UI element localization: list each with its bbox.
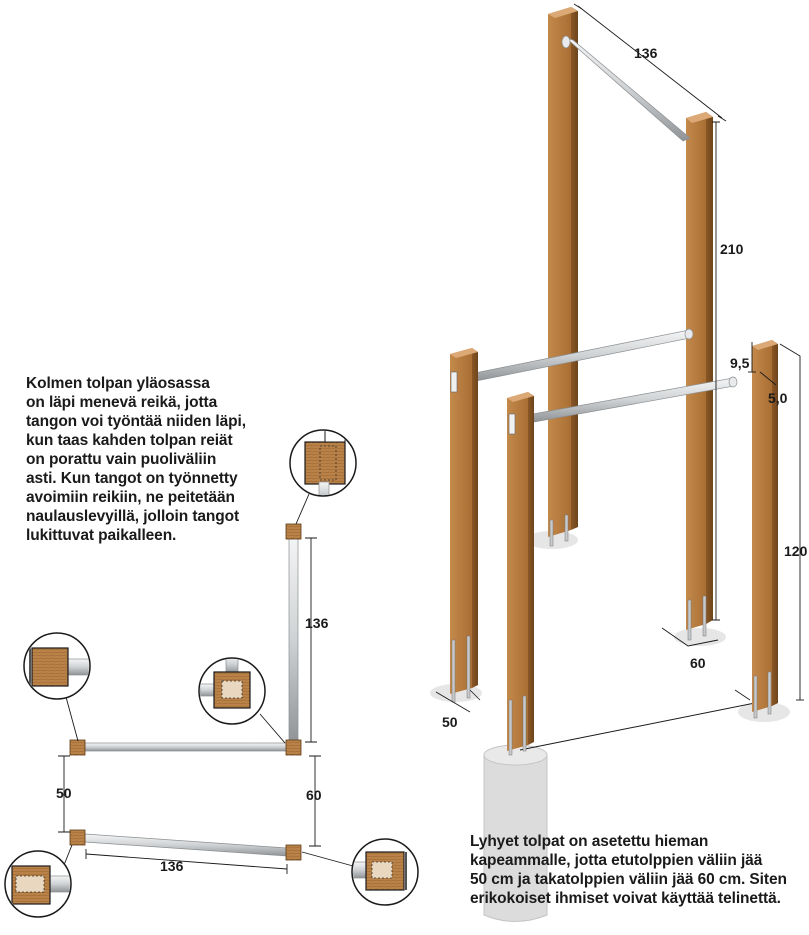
caption-line: on läpi menevä reikä, jotta xyxy=(26,394,218,411)
plan-bar-bottom xyxy=(84,833,288,857)
dim-plan-left-gap: 50 xyxy=(56,785,72,801)
ground-pad-back-right xyxy=(674,628,726,646)
post-front-left-short xyxy=(450,348,478,703)
plan-bar-vertical xyxy=(288,534,299,745)
bar-top xyxy=(561,35,691,142)
bar-middle-back xyxy=(474,328,694,382)
post-front-center-short xyxy=(507,392,534,756)
caption-line: Kolmen tolpan yläosassa xyxy=(26,375,210,392)
caption-line: 50 cm ja takatolppien väliin jää 60 cm. … xyxy=(470,871,787,888)
plan-bar-top xyxy=(84,742,288,752)
dim-plan-top-bar: 136 xyxy=(305,615,329,631)
caption-line: on porattu vain puoliväliin xyxy=(26,451,217,468)
assembly-dimension-lines xyxy=(435,3,804,713)
caption-line: asti. Kun tangot on työnnetty xyxy=(26,470,238,487)
plan-post-top-right xyxy=(285,523,302,540)
caption-line: tangon voi työntää niiden läpi, xyxy=(26,413,246,430)
dim-plan-bottom-bar: 136 xyxy=(160,858,184,874)
post-front-right-short xyxy=(752,340,778,719)
callout-leaders xyxy=(61,493,354,871)
dim-assembly-post-depth: 9,5 xyxy=(730,355,750,371)
caption-spacing-explanation: Lyhyet tolpat on asetettu hieman kapeamm… xyxy=(470,832,787,908)
caption-line: naulauslevyillä, jolloin tangot xyxy=(26,508,240,525)
plan-view: 136 50 60 136 xyxy=(4,429,419,918)
detail-callout-bottom-left xyxy=(4,850,72,918)
post-back-right-tall xyxy=(686,112,713,641)
plan-dimension-lines xyxy=(58,537,321,874)
plan-post-bottom-left xyxy=(69,829,86,846)
caption-line: kun taas kahden tolpan reiät xyxy=(26,432,233,449)
detail-callout-mid-right xyxy=(198,657,266,725)
assembly-view: 136 210 120 9,5 5,0 60 50 xyxy=(430,3,808,922)
plan-post-mid-left xyxy=(69,739,86,756)
dim-assembly-short-height: 120 xyxy=(784,543,808,559)
dim-assembly-front-spacing: 50 xyxy=(442,714,458,730)
dim-plan-right-gap: 60 xyxy=(306,787,322,803)
ground-line-front xyxy=(519,699,771,751)
caption-line: Lyhyet tolpat on asetettu hieman xyxy=(470,833,709,850)
ground-pad-front-right xyxy=(738,702,790,722)
dim-assembly-post-width: 5,0 xyxy=(768,390,788,406)
concrete-footing xyxy=(483,754,548,922)
caption-line: erikokoiset ihmiset voivat käyttää telin… xyxy=(470,890,781,907)
plan-post-bottom-right xyxy=(285,844,302,861)
dim-assembly-tall-height: 210 xyxy=(720,241,744,257)
post-back-left-tall xyxy=(548,7,578,547)
caption-line: kapeammalle, jotta etutolppien väliin jä… xyxy=(470,852,763,869)
detail-callout-bottom-right xyxy=(351,838,419,906)
caption-holes-explanation: Kolmen tolpan yläosassa on läpi menevä r… xyxy=(26,374,246,545)
dim-assembly-top-bar: 136 xyxy=(634,45,658,61)
plan-post-mid-right xyxy=(285,739,302,756)
detail-callout-top-right xyxy=(289,429,357,497)
detail-callout-mid-left xyxy=(23,632,91,700)
caption-line: avoimiin reikiin, ne peitetään xyxy=(26,489,235,506)
caption-line: lukittuvat paikalleen. xyxy=(26,527,177,544)
dim-assembly-back-spacing: 60 xyxy=(690,655,706,671)
